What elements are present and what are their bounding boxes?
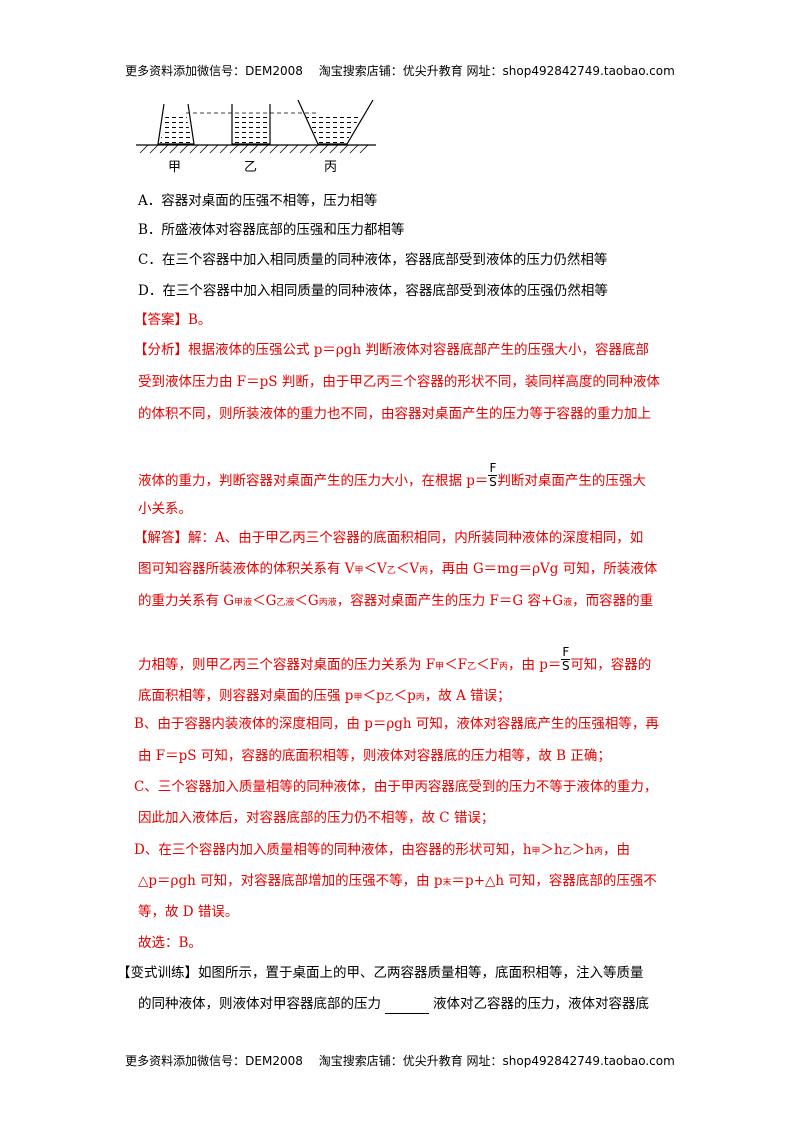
- sol-d1-a: D、在三个容器内加入质量相等的同种液体，由容器的形状可知，h: [134, 842, 532, 858]
- fraction-denominator: S: [489, 475, 497, 489]
- solution-d-line-3: 等，故 D 错误。: [138, 904, 239, 920]
- solution-line-2: 图可知容器所装液体的体积关系有 V甲＜V乙＜V丙，再由 G＝mg＝ρVg 可知，…: [138, 559, 657, 581]
- variant-l2-b: 液体对乙容器的压力，液体对容器底: [433, 996, 649, 1012]
- sol-l5-c: ＜p: [393, 688, 416, 704]
- solution-b-line-1: B、由于容器内装液体的深度相同，由 p＝ρgh 可知，液体对容器底产生的压强相等…: [134, 716, 659, 732]
- fraction-numerator-2: F: [561, 645, 571, 660]
- sol-d1-sub-2: 乙: [562, 847, 572, 857]
- label-yi: 乙: [244, 160, 258, 175]
- sol-l4-a: 力相等，则甲乙丙三个容器对桌面的压力关系为 F: [138, 657, 436, 673]
- sol-l2-b: ＜V: [363, 561, 387, 577]
- fraction-denominator-2: S: [562, 659, 570, 673]
- sol-l4-c: ＜F: [476, 657, 499, 673]
- label-jia: 甲: [168, 160, 182, 175]
- solution-d-line-2: △p＝ρgh 可知，对容器底部增加的压强不等，由 p末＝p+△h 可知，容器底部…: [138, 871, 657, 893]
- sol-l3-sub-2: 乙液: [276, 598, 295, 608]
- variant-line-1: 【变式训练】如图所示，置于桌面上的甲、乙两容器质量相等，底面积相等，注入等质量: [117, 965, 644, 981]
- analysis-line-3: 的体积不同，则所装液体的重力也不同，由容器对桌面产生的压力等于容器的重力加上: [138, 406, 651, 422]
- sol-l3-sub-4: 液: [563, 598, 573, 608]
- sol-l3-e: ，而容器的重: [572, 593, 654, 609]
- sol-d2-b: ＝p+△h 可知，容器底部的压强不: [451, 873, 657, 889]
- sol-l5-sub-2: 乙: [384, 693, 394, 703]
- sol-d1-sub-3: 丙: [593, 847, 603, 857]
- sol-l3-c: ＜G: [294, 593, 319, 609]
- sol-l2-a: 图可知容器所装液体的体积关系有 V: [138, 561, 355, 577]
- sol-l4-d: ，由 p＝: [507, 657, 562, 673]
- analysis-line-4b: 判断对桌面产生的压强大: [497, 473, 646, 489]
- option-c: C．在三个容器中加入相同质量的同种液体，容器底部受到液体的压力仍然相等: [138, 252, 608, 268]
- variant-l2-a: 的同种液体，则液体对甲容器底部的压力: [138, 996, 381, 1012]
- sol-d2-sub-1: 末: [442, 878, 452, 888]
- option-a: A．容器对桌面的压强不相等，压力相等: [138, 193, 378, 209]
- sol-l5-a: 底面积相等，则容器对桌面的压强 p: [138, 688, 354, 704]
- answer-blank[interactable]: [385, 999, 429, 1014]
- solution-line-3: 的重力关系有 G甲液＜G乙液＜G丙液，容器对桌面产生的压力 F＝G 容+G液，而…: [138, 591, 653, 613]
- sol-l5-d: ，故 A 错误；: [424, 688, 511, 704]
- sol-d1-c: ＞h: [571, 842, 594, 858]
- solution-c-line-1: C、三个容器加入质量相等的同种液体，由于甲丙容器底受到的压力不等于液体的重力，: [134, 779, 658, 795]
- option-d: D．在三个容器中加入相同质量的同种液体，容器底部受到液体的压强仍然相等: [138, 283, 608, 299]
- sol-l5-sub-3: 丙: [415, 693, 425, 703]
- sol-l2-d: ，再由 G＝mg＝ρVg 可知，所装液体: [428, 561, 658, 577]
- sol-l3-b: ＜G: [252, 593, 277, 609]
- sol-l3-sub-1: 甲液: [234, 598, 253, 608]
- solution-line-5: 底面积相等，则容器对桌面的压强 p甲＜p乙＜p丙，故 A 错误；: [138, 686, 511, 708]
- analysis-line-4a: 液体的重力，判断容器对桌面产生的压力大小，在根据 p＝: [138, 473, 489, 489]
- sol-l5-sub-1: 甲: [353, 693, 363, 703]
- option-b: B．所盛液体对容器底部的压强和压力都相等: [138, 222, 405, 238]
- variant-line-2: 的同种液体，则液体对甲容器底部的压力 液体对乙容器的压力，液体对容器底: [138, 994, 649, 1014]
- sol-l3-sub-3: 丙液: [318, 598, 337, 608]
- answer: 【答案】B。: [134, 312, 212, 328]
- containers-figure: 甲 乙 丙: [136, 99, 376, 180]
- solution-b-line-2: 由 F＝pS 可知，容器的底面积相等，则液体对容器底的压力相等，故 B 正确；: [138, 748, 611, 764]
- sol-l4-sub-2: 乙: [467, 662, 477, 672]
- sol-d1-d: ，由: [602, 842, 630, 858]
- sol-l4-b: ＜F: [444, 657, 468, 673]
- sol-l3-d: ，容器对桌面产生的压力 F＝G 容+G: [336, 593, 564, 609]
- sol-d2-a: △p＝ρgh 可知，对容器底部增加的压强不等，由 p: [138, 873, 443, 889]
- analysis-line-1: 【分析】根据液体的压强公式 p＝ρgh 判断液体对容器底部产生的压强大小，容器底…: [134, 342, 649, 358]
- label-bing: 丙: [324, 160, 338, 175]
- page-header: 更多资料添加微信号：DEM2008 淘宝搜索店铺：优尖升教育 网址：shop49…: [125, 64, 675, 78]
- solution-c-line-2: 因此加入液体后，对容器底部的压力仍不相等，故 C 错误；: [138, 810, 495, 826]
- sol-l3-a: 的重力关系有 G: [138, 593, 235, 609]
- analysis-line-2: 受到液体压力由 F＝pS 判断，由于甲乙丙三个容器的形状不同，装同样高度的同种液…: [138, 374, 660, 390]
- sol-d1-sub-1: 甲: [531, 847, 541, 857]
- solution-d-line-1: D、在三个容器内加入质量相等的同种液体，由容器的形状可知，h甲＞h乙＞h丙，由: [134, 840, 630, 862]
- sol-l4-sub-1: 甲: [435, 662, 445, 672]
- analysis-line-5: 小关系。: [138, 501, 192, 517]
- sol-l4-sub-3: 丙: [498, 662, 508, 672]
- sol-l2-c: ＜V: [395, 561, 420, 577]
- sol-l2-sub-2: 乙: [386, 566, 396, 576]
- sol-l2-sub-3: 丙: [419, 566, 429, 576]
- sol-l4-e: 可知，容器的: [570, 657, 652, 673]
- fraction-numerator: F: [488, 461, 498, 476]
- sol-l5-b: ＜p: [362, 688, 385, 704]
- page-footer: 更多资料添加微信号：DEM2008 淘宝搜索店铺：优尖升教育 网址：shop49…: [125, 1054, 675, 1068]
- solution-choose: 故选：B。: [138, 935, 202, 951]
- solution-line-1: 【解答】解：A、由于甲乙丙三个容器的底面积相同，内所装同种液体的深度相同，如: [134, 530, 644, 546]
- sol-l2-sub-1: 甲: [354, 566, 364, 576]
- containers-diagram: [136, 99, 376, 154]
- sol-d1-b: ＞h: [540, 842, 563, 858]
